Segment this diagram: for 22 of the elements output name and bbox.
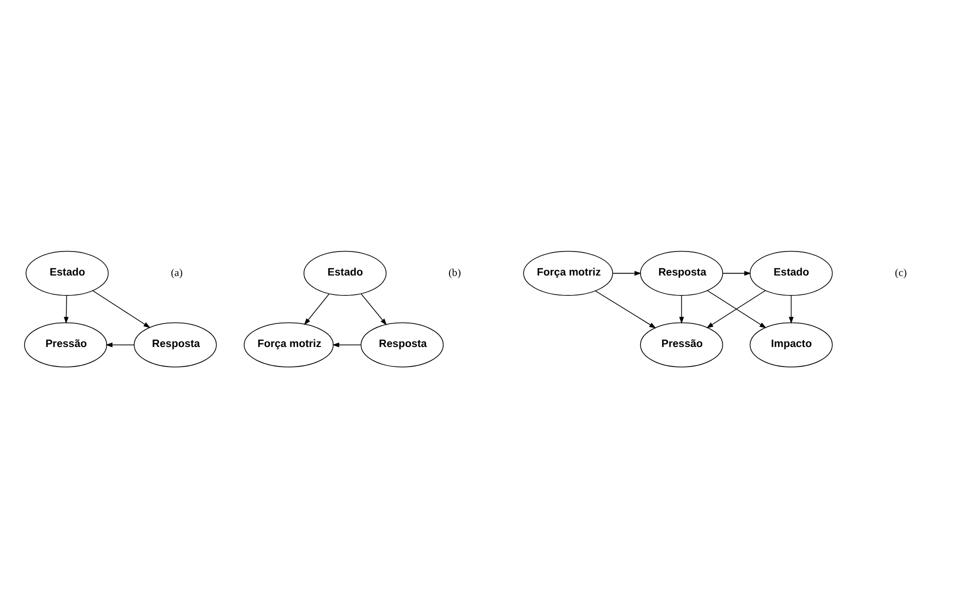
label: (a) bbox=[170, 268, 183, 280]
node-ellipse: Estado bbox=[750, 250, 833, 296]
arrow bbox=[92, 290, 150, 328]
node-ellipse: Resposta bbox=[640, 250, 724, 296]
node-ellipse: Resposta bbox=[360, 322, 444, 368]
node-ellipse: Pressão bbox=[24, 322, 108, 368]
arrow bbox=[679, 295, 684, 324]
arrow bbox=[360, 294, 387, 326]
arrow bbox=[304, 294, 330, 326]
node-ellipse: Força motriz bbox=[523, 250, 614, 296]
arrow bbox=[106, 342, 134, 348]
label: (b) bbox=[448, 268, 461, 280]
label: (c) bbox=[894, 268, 907, 280]
node-ellipse: Estado bbox=[304, 250, 387, 296]
arrow bbox=[788, 295, 794, 324]
arrow bbox=[332, 342, 362, 348]
node-ellipse: Estado bbox=[26, 250, 109, 296]
arrow bbox=[64, 295, 69, 324]
arrow bbox=[722, 270, 752, 276]
arrow bbox=[612, 270, 642, 276]
node-ellipse: Força motriz bbox=[244, 322, 334, 368]
arrow bbox=[595, 290, 656, 328]
